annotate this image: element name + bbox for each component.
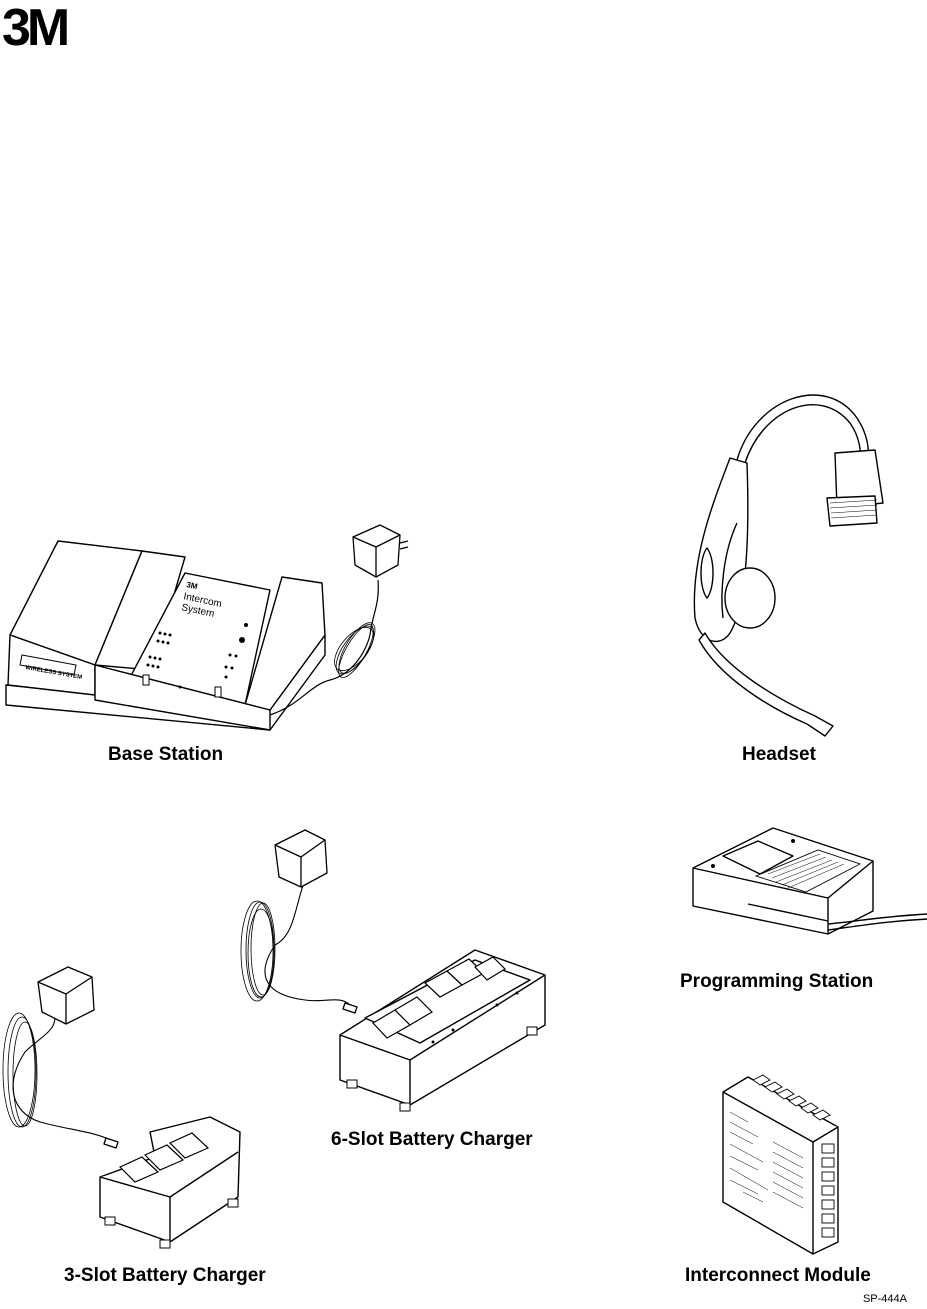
document-code: SP-444A bbox=[863, 1293, 907, 1305]
headset-caption: Headset bbox=[742, 744, 816, 766]
programming-station-caption: Programming Station bbox=[680, 971, 873, 993]
interconnect-module-illustration bbox=[718, 1072, 858, 1257]
headset-illustration bbox=[685, 378, 885, 743]
base-station-caption: Base Station bbox=[108, 744, 223, 766]
base-station-illustration: WIRELESS SYSTEM 3M Intercom System bbox=[0, 515, 420, 745]
six-slot-charger-illustration bbox=[235, 825, 550, 1115]
three-slot-charger-caption: 3-Slot Battery Charger bbox=[64, 1265, 266, 1287]
svg-text:3M: 3M bbox=[2, 0, 67, 57]
six-slot-charger-caption: 6-Slot Battery Charger bbox=[331, 1129, 533, 1151]
brand-logo: 3M bbox=[2, 4, 94, 48]
three-slot-charger-illustration bbox=[0, 962, 250, 1252]
programming-station-illustration bbox=[688, 826, 927, 941]
interconnect-module-caption: Interconnect Module bbox=[685, 1265, 871, 1287]
